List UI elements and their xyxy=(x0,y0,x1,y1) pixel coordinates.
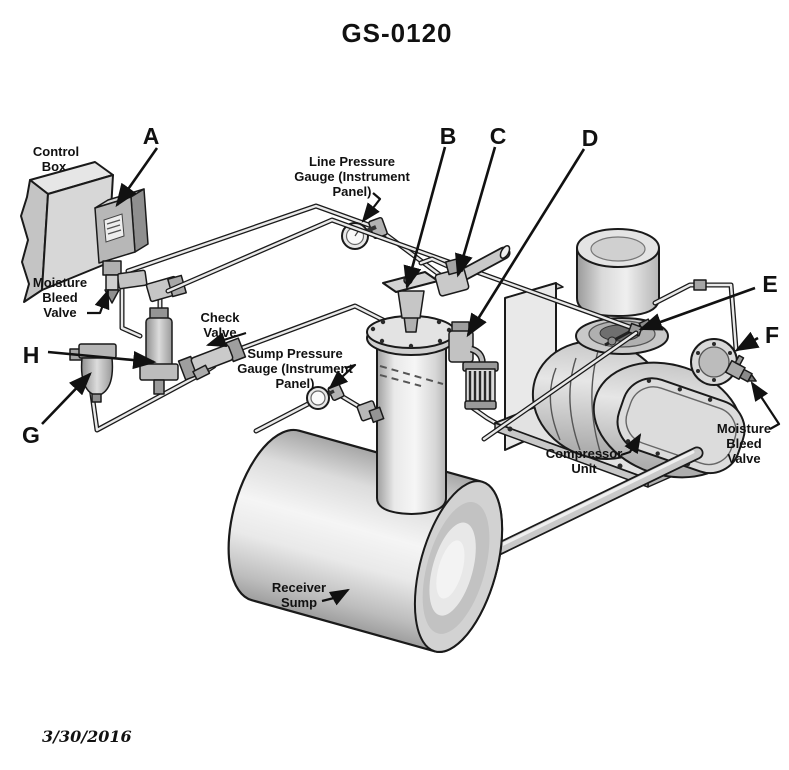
leader-moisture-bleed-left xyxy=(87,288,110,315)
moisture-bleed-valve-right xyxy=(724,354,757,383)
callout-e: E xyxy=(762,271,777,297)
callout-arrow-c xyxy=(455,146,497,278)
label-sump-pressure-gauge: Sump Pressure Gauge (Instrument Panel) xyxy=(237,346,353,391)
leader-receiver-sump xyxy=(321,588,350,606)
callout-arrow-g xyxy=(41,372,92,425)
tube-union xyxy=(192,364,211,381)
label-leaders xyxy=(87,192,781,606)
solenoid-valve xyxy=(139,307,179,395)
callout-h: H xyxy=(23,342,40,368)
svg-text:Valve: Valve xyxy=(727,451,760,466)
receiver-sump xyxy=(227,428,504,653)
sump-tap-valve xyxy=(356,400,385,424)
callout-arrows xyxy=(41,146,760,425)
revision-date: 3/30/2016 xyxy=(42,727,132,746)
leader-line-pressure-gauge xyxy=(361,192,382,223)
suction-valve xyxy=(448,321,486,367)
callout-d: D xyxy=(582,125,599,151)
label-compressor-unit: Compressor Unit xyxy=(546,446,623,476)
svg-text:Gauge (Instrument: Gauge (Instrument xyxy=(294,169,410,184)
svg-text:Bleed: Bleed xyxy=(42,290,77,305)
svg-text:Sump: Sump xyxy=(281,595,317,610)
moisture-bleed-valve-left xyxy=(102,260,148,304)
callout-a: A xyxy=(143,123,160,149)
compressor-unit xyxy=(494,228,757,488)
tubing-over-compressor xyxy=(165,217,739,442)
callout-b: B xyxy=(440,123,457,149)
svg-text:Panel): Panel) xyxy=(275,376,314,391)
callout-arrow-b xyxy=(403,146,447,290)
svg-text:Check: Check xyxy=(200,310,240,325)
svg-text:Compressor: Compressor xyxy=(546,446,623,461)
leader-compressor-unit xyxy=(620,433,642,457)
oil-separator xyxy=(366,315,456,515)
svg-text:Sump Pressure: Sump Pressure xyxy=(247,346,342,361)
filter-bowl xyxy=(69,343,117,403)
label-check-valve: Check Valve xyxy=(200,310,240,340)
leader-sump-pressure-gauge xyxy=(328,363,357,390)
air-filter xyxy=(576,228,660,317)
callout-g: G xyxy=(22,422,40,448)
svg-text:Moisture: Moisture xyxy=(717,421,771,436)
svg-text:Line Pressure: Line Pressure xyxy=(309,154,395,169)
callout-c: C xyxy=(490,123,507,149)
svg-text:Moisture: Moisture xyxy=(33,275,87,290)
label-control-box: Control Box xyxy=(33,144,79,174)
label-receiver-sump: Receiver Sump xyxy=(272,580,326,610)
callout-arrow-e xyxy=(638,286,756,331)
svg-text:Receiver: Receiver xyxy=(272,580,326,595)
svg-text:Gauge (Instrument: Gauge (Instrument xyxy=(237,361,353,376)
bearing-flange xyxy=(690,338,738,386)
discharge-pipe xyxy=(473,446,704,565)
svg-text:Valve: Valve xyxy=(43,305,76,320)
svg-text:Unit: Unit xyxy=(571,461,597,476)
callout-arrow-d xyxy=(466,148,586,338)
svg-text:Control: Control xyxy=(33,144,79,159)
callout-arrow-h xyxy=(47,350,157,370)
control-box xyxy=(20,161,114,303)
callout-arrow-f xyxy=(734,331,760,352)
filter-silencer xyxy=(462,361,499,410)
label-moisture-bleed-right: Moisture Bleed Valve xyxy=(717,421,771,466)
label-moisture-bleed-left: Moisture Bleed Valve xyxy=(33,275,87,320)
label-line-pressure-gauge: Line Pressure Gauge (Instrument Panel) xyxy=(294,154,410,199)
svg-text:Valve: Valve xyxy=(203,325,236,340)
leader-check-valve xyxy=(205,331,247,348)
page-title: GS-0120 xyxy=(341,18,452,48)
check-valve xyxy=(177,337,247,381)
pilot-valve-cluster xyxy=(145,274,187,303)
svg-text:Box: Box xyxy=(42,159,67,174)
callout-f: F xyxy=(765,322,779,348)
leader-moisture-bleed-right xyxy=(750,381,781,430)
svg-text:Bleed: Bleed xyxy=(726,436,761,451)
callout-arrow-a xyxy=(115,147,159,208)
svg-text:Panel): Panel) xyxy=(332,184,371,199)
